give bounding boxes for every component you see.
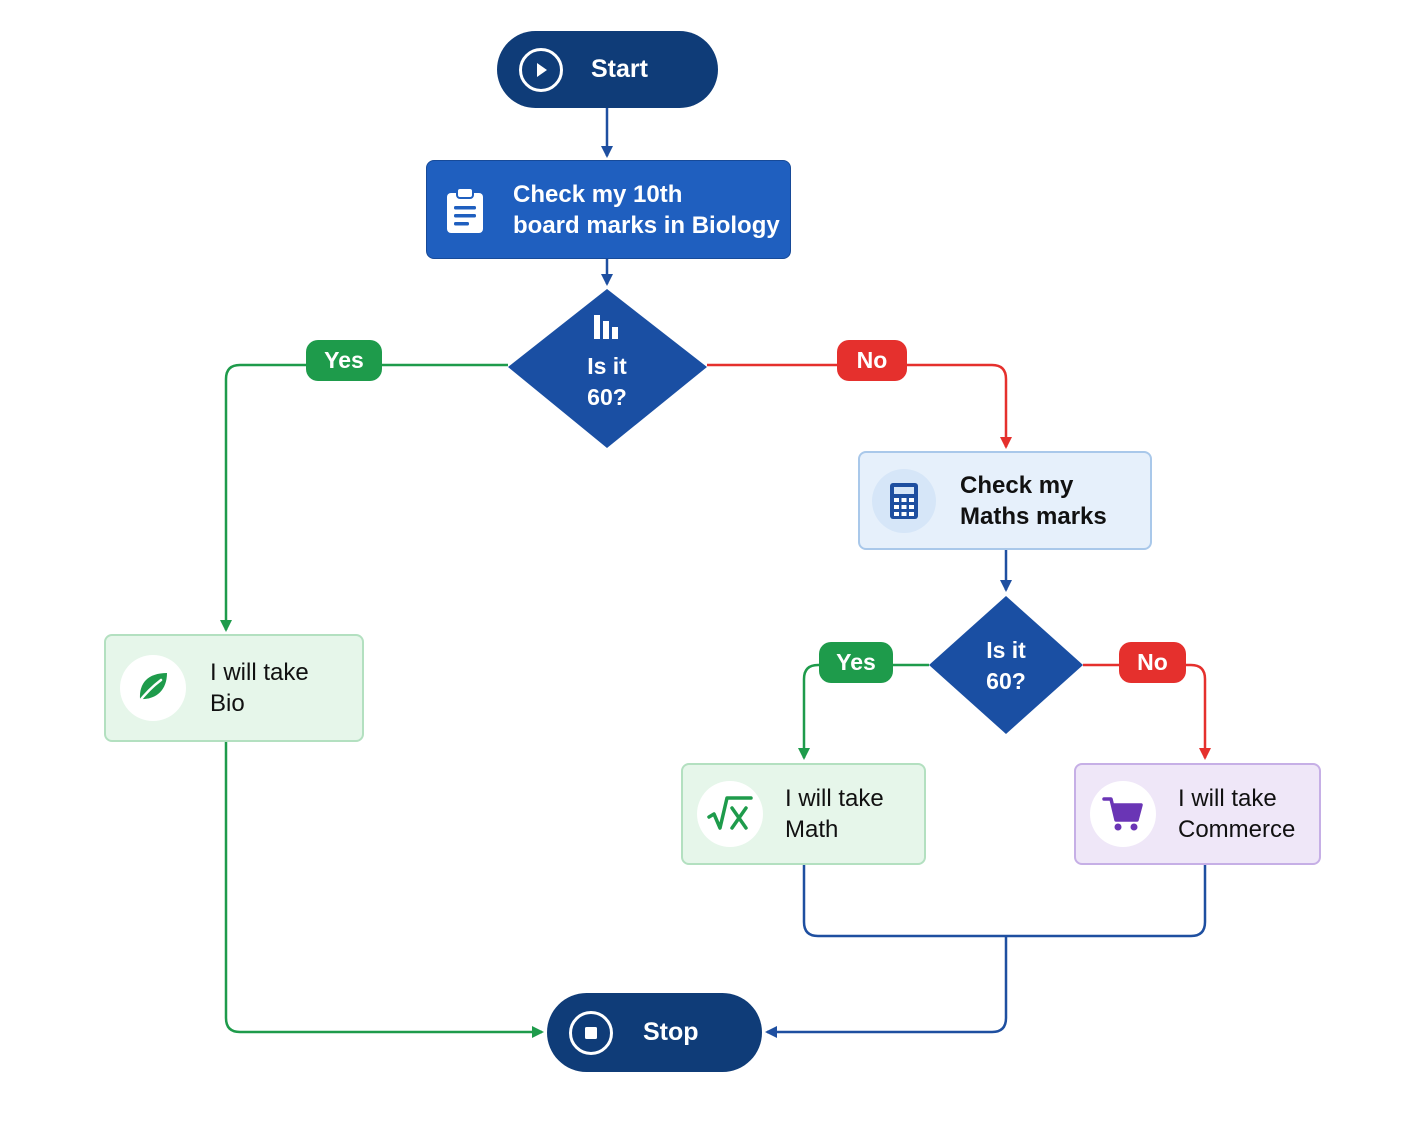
decision-diamond-maths	[929, 596, 1083, 734]
edge-merge-to-stop	[765, 936, 1008, 1038]
edge-math-merge	[802, 865, 1207, 938]
calculator-icon	[872, 468, 936, 533]
stop-node[interactable]: Stop	[547, 993, 762, 1072]
play-icon	[519, 47, 563, 92]
edge-label-bio-no: No	[837, 340, 907, 381]
edge-label-maths-no: No	[1119, 642, 1186, 683]
check-biology-node[interactable]: Check my 10th board marks in Biology	[426, 160, 791, 259]
cart-icon	[1090, 781, 1156, 847]
clipboard-icon	[445, 184, 485, 236]
decision-biology-label: Is it 60?	[587, 353, 627, 410]
start-label: Start	[591, 55, 648, 83]
check-maths-label: Check my Maths marks	[960, 471, 1107, 530]
edge-label-maths-yes: Yes	[819, 642, 893, 683]
edge-bio-no	[707, 363, 1012, 449]
bar-chart-icon	[592, 313, 622, 341]
decision-maths-label: Is it 60?	[986, 637, 1026, 694]
start-node[interactable]: Start	[497, 31, 718, 108]
stop-icon	[569, 1010, 613, 1055]
stop-label: Stop	[643, 1018, 699, 1046]
edge-bio-yes	[220, 363, 508, 632]
edge-bio-to-stop	[224, 742, 544, 1038]
edge-maths-no	[1083, 663, 1211, 760]
take-commerce-label: I will take Commerce	[1178, 785, 1296, 843]
take-commerce-node[interactable]: I will take Commerce	[1074, 763, 1321, 865]
edge-maths-yes	[798, 663, 929, 760]
take-math-node[interactable]: I will take Math	[681, 763, 926, 865]
leaf-icon	[120, 655, 186, 721]
take-bio-node[interactable]: I will take Bio	[104, 634, 364, 742]
take-bio-label: I will take Bio	[210, 659, 309, 717]
square-root-icon	[697, 781, 763, 847]
take-math-label: I will take Math	[785, 785, 884, 843]
check-biology-label: Check my 10th board marks in Biology	[513, 180, 780, 239]
edge-label-bio-yes: Yes	[306, 340, 382, 381]
check-maths-node[interactable]: Check my Maths marks	[858, 451, 1152, 550]
decision-diamond-biology	[508, 289, 707, 448]
